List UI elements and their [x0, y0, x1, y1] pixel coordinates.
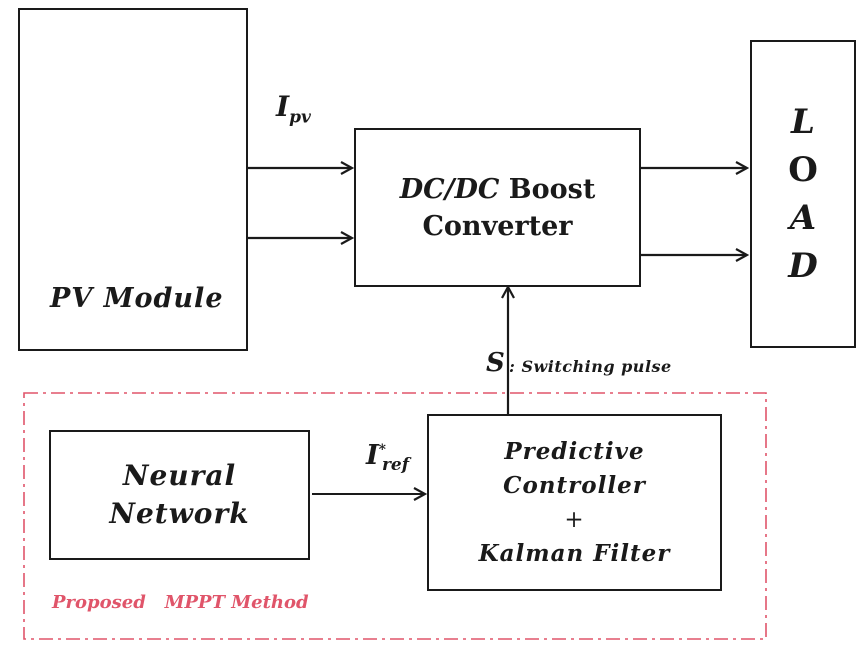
pv-module-box — [18, 8, 248, 351]
predictive-line1: Predictive — [504, 437, 645, 465]
neural-network-box: Neural Network — [49, 430, 310, 560]
iref-label: I*ref — [366, 440, 410, 476]
predictive-line2: Controller — [503, 471, 646, 499]
neural-network-line1: Neural — [122, 459, 237, 492]
converter-subtitle: Converter — [422, 210, 573, 242]
converter-title: DC/DC Boost — [399, 173, 596, 205]
load-letter-l: L — [791, 102, 815, 142]
dc-dc-boost-converter-box: DC/DC Boost Converter — [354, 128, 641, 287]
predictive-plus: + — [564, 506, 585, 533]
switching-pulse-s-label: S — [486, 348, 505, 378]
switching-pulse-label: : Switching pulse — [509, 357, 672, 376]
load-box: L O A D — [750, 40, 856, 348]
proposed-method-region — [23, 392, 767, 640]
load-letter-o: O — [788, 150, 818, 190]
load-letter-a: A — [789, 198, 817, 238]
ipv-label: Ipv — [276, 90, 311, 128]
predictive-line4: Kalman Filter — [478, 539, 671, 567]
load-letter-d: D — [788, 246, 818, 286]
pv-module-label: PV Module — [50, 283, 224, 314]
proposed-mppt-method-label: Proposed MPPT Method — [52, 592, 309, 613]
neural-network-line2: Network — [109, 497, 250, 530]
predictive-controller-kalman-filter-box: Predictive Controller + Kalman Filter — [427, 414, 722, 591]
